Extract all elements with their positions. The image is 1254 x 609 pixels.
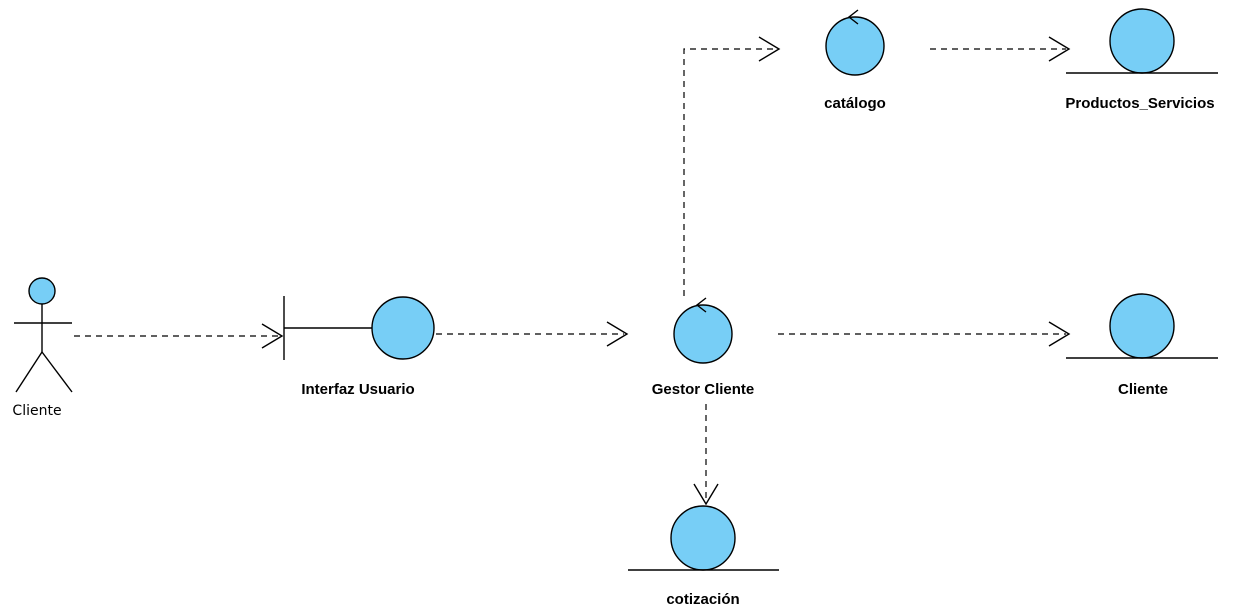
connector-gestor-to-cotizacion xyxy=(693,404,719,506)
connector-interfaz-to-gestor xyxy=(436,321,629,347)
entity-label: Cliente xyxy=(1118,381,1168,398)
actor-left-leg xyxy=(15,351,43,393)
actor-cliente[interactable]: Cliente xyxy=(12,277,73,419)
control-arrow-mark xyxy=(695,297,707,313)
connector-gestor-to-catalogo xyxy=(683,36,781,296)
actor-right-leg xyxy=(41,351,73,393)
connector-catalogo-to-productos xyxy=(930,36,1071,62)
control-label: catálogo xyxy=(824,95,886,112)
control-circle xyxy=(673,304,733,364)
control-label: Gestor Cliente xyxy=(652,381,755,398)
control-circle xyxy=(825,16,885,76)
control-gestor-cliente[interactable]: Gestor Cliente xyxy=(652,297,755,398)
control-catalogo[interactable]: catálogo xyxy=(824,9,886,112)
control-arrow-mark xyxy=(847,9,859,25)
entity-circle xyxy=(1109,8,1175,74)
connector-actor-to-interfaz xyxy=(74,323,284,349)
boundary-label: Interfaz Usuario xyxy=(301,381,414,398)
entity-circle xyxy=(1109,293,1175,359)
entity-label: Productos_Servicios xyxy=(1065,95,1214,112)
boundary-circle xyxy=(371,296,435,360)
boundary-interfaz-usuario[interactable]: Interfaz Usuario xyxy=(283,296,435,398)
entity-label: cotización xyxy=(666,591,739,608)
actor-head xyxy=(28,277,56,305)
entity-cotizacion[interactable]: cotización xyxy=(628,505,779,608)
entity-productos-servicios[interactable]: Productos_Servicios xyxy=(1065,8,1218,112)
actor-label: Cliente xyxy=(12,403,61,419)
entity-cliente[interactable]: Cliente xyxy=(1066,293,1218,398)
entity-circle xyxy=(670,505,736,571)
connector-gestor-to-cliente xyxy=(778,321,1071,347)
